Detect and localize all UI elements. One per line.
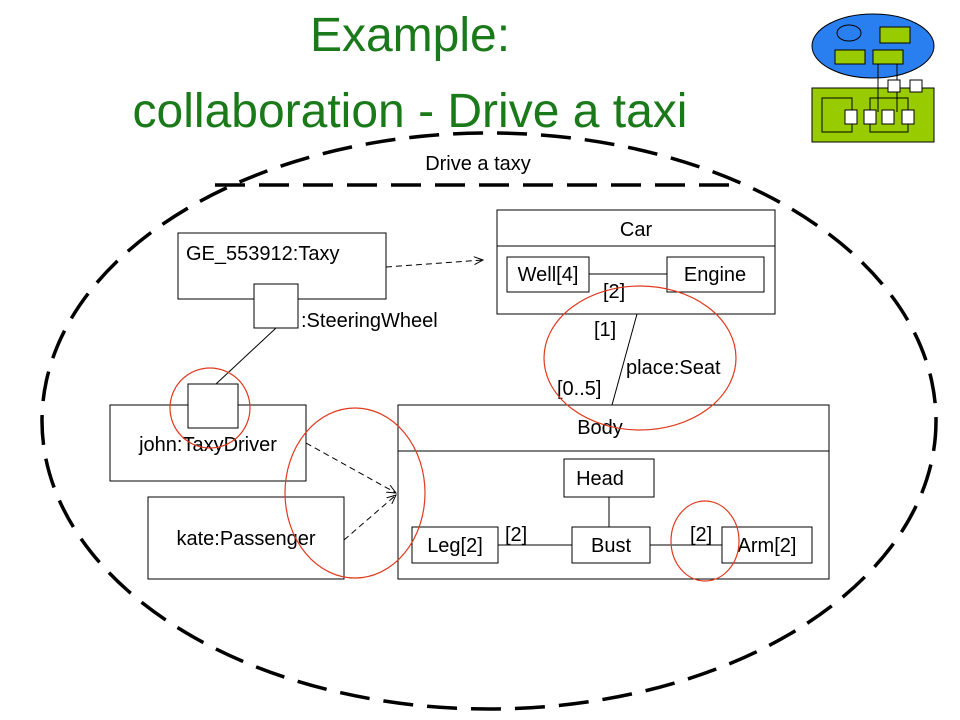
highlight-circle-seat bbox=[543, 285, 737, 431]
seat-multiplicity-top: [1] bbox=[594, 319, 616, 341]
passenger-body-dependency bbox=[343, 495, 396, 541]
slide-title-line1: Example: bbox=[309, 9, 511, 62]
highlight-circle-driver-port bbox=[169, 367, 251, 449]
passenger-label: kate:Passenger bbox=[177, 528, 316, 550]
bust-box bbox=[571, 526, 651, 564]
driver-port bbox=[187, 383, 239, 429]
collaboration-ellipse bbox=[40, 131, 938, 711]
highlight-circle-dependencies bbox=[284, 407, 426, 579]
driver-label: john:TaxyDriver bbox=[138, 434, 277, 456]
seat-role-label: place:Seat bbox=[626, 357, 721, 379]
steering-wheel-port bbox=[253, 283, 299, 329]
collaboration-name: Drive a taxy bbox=[425, 153, 531, 175]
bust-label: Bust bbox=[591, 535, 631, 557]
head-label: Head bbox=[576, 468, 624, 490]
leg-label: Leg[2] bbox=[427, 535, 483, 557]
taxy-car-dependency bbox=[385, 260, 483, 268]
arm-label: Arm[2] bbox=[738, 535, 797, 557]
seat-multiplicity-bottom: [0..5] bbox=[557, 378, 601, 400]
arm-multiplicity: [2] bbox=[690, 524, 712, 546]
car-multiplicity: [2] bbox=[603, 281, 625, 303]
logo-icon bbox=[811, 13, 935, 143]
engine-box bbox=[666, 256, 765, 293]
car-label: Car bbox=[620, 219, 653, 241]
steering-wheel-label: :SteeringWheel bbox=[301, 310, 438, 332]
passenger-box bbox=[147, 496, 345, 580]
slide-title-line2: collaboration - Drive a taxi bbox=[132, 85, 688, 138]
leg-box bbox=[411, 526, 499, 564]
leg-multiplicity: [2] bbox=[505, 524, 527, 546]
body-label: Body bbox=[577, 417, 623, 439]
wheel-driver-connector bbox=[215, 327, 277, 385]
well-label: Well[4] bbox=[518, 264, 579, 286]
driver-body-dependency bbox=[305, 442, 396, 493]
head-box bbox=[563, 458, 655, 498]
engine-label: Engine bbox=[684, 264, 746, 286]
seat-connector bbox=[611, 313, 638, 406]
taxy-label: GE_553912:Taxy bbox=[186, 243, 339, 265]
arm-box bbox=[721, 526, 813, 564]
highlight-circle-arm bbox=[670, 500, 740, 582]
